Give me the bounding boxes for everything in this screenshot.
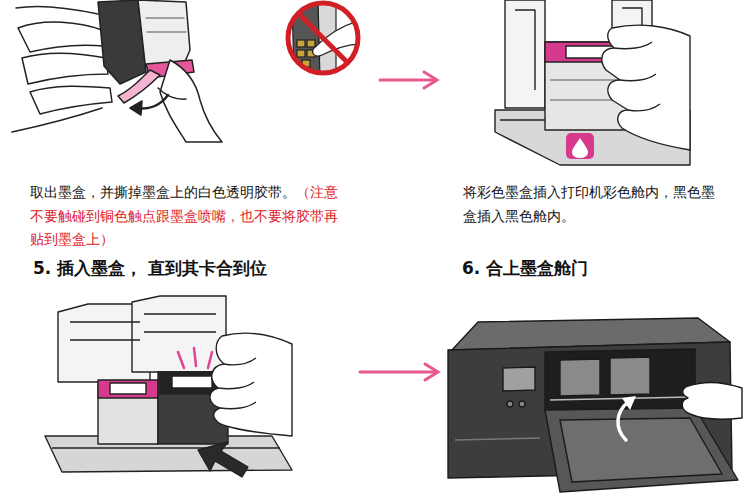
instruction-text: 将彩色墨盒插入打印机彩色舱内，黑色墨盒插入黑色舱内。 bbox=[463, 184, 715, 224]
step-heading: 6. 合上墨盒舱门 bbox=[462, 258, 588, 278]
cartridge-tape-illustration bbox=[12, 0, 222, 142]
printer-illustration bbox=[448, 318, 742, 492]
instruction-text: 取出墨盒，并撕掉墨盒上的白色透明胶带。 bbox=[30, 184, 296, 200]
step-arrow bbox=[360, 364, 438, 380]
no-touch-symbol bbox=[288, 0, 362, 78]
carriage-two-cartridges bbox=[45, 296, 292, 477]
step-heading: 5. 插入墨盒， 直到其卡合到位 bbox=[33, 258, 267, 278]
text-block: 将彩色墨盒插入打印机彩色舱内，黑色墨盒插入黑色舱内。 bbox=[463, 181, 727, 228]
text-block: 6. 合上墨盒舱门 bbox=[462, 256, 724, 280]
step-arrow bbox=[380, 72, 437, 88]
text-block: 取出墨盒，并撕掉墨盒上的白色透明胶带。（注意不要触碰到铜色触点跟墨盒喷嘴，也不要… bbox=[30, 181, 344, 252]
carriage-illustration bbox=[495, 0, 690, 165]
text-block: 5. 插入墨盒， 直到其卡合到位 bbox=[33, 256, 343, 280]
